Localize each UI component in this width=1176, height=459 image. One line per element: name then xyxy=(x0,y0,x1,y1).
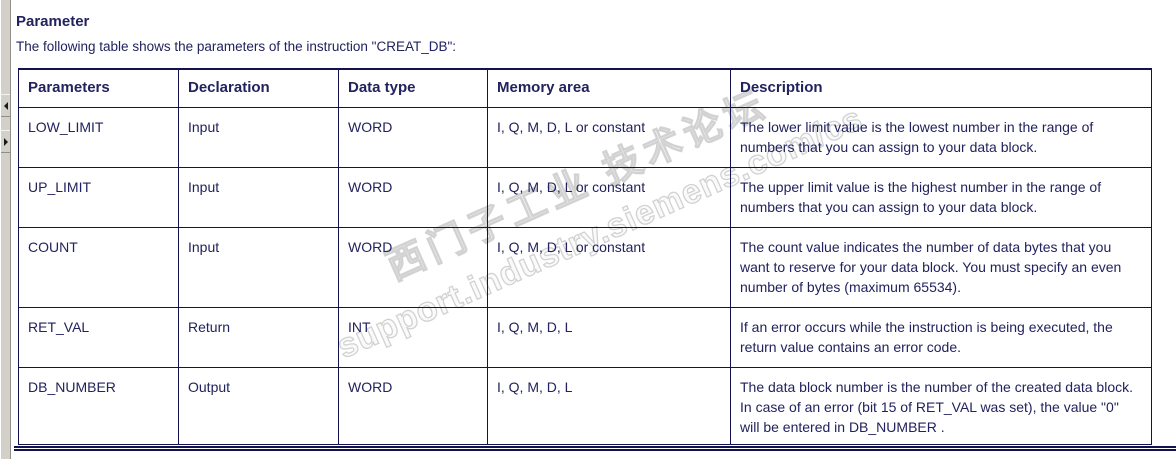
cell-memory-area: I, Q, M, D, L or constant xyxy=(487,226,731,308)
cell-declaration: Output xyxy=(178,366,339,445)
table-row: LOW_LIMIT Input WORD I, Q, M, D, L or co… xyxy=(18,106,1152,168)
column-header-description: Description xyxy=(730,68,1152,108)
cell-declaration: Input xyxy=(178,166,339,228)
cell-memory-area: I, Q, M, D, L or constant xyxy=(487,106,731,168)
cell-description: The lower limit value is the lowest numb… xyxy=(730,106,1152,168)
cell-declaration: Input xyxy=(178,106,339,168)
parameters-table: Parameters Declaration Data type Memory … xyxy=(18,68,1152,445)
cell-parameter: LOW_LIMIT xyxy=(18,106,179,168)
cell-data-type: WORD xyxy=(338,166,488,228)
cell-declaration: Return xyxy=(178,306,339,368)
cell-parameter: UP_LIMIT xyxy=(18,166,179,228)
intro-text: The following table shows the parameters… xyxy=(16,39,457,54)
cell-description: The data block number is the number of t… xyxy=(730,366,1152,445)
cell-parameter: COUNT xyxy=(18,226,179,308)
column-header-data-type: Data type xyxy=(338,68,488,108)
cell-memory-area: I, Q, M, D, L xyxy=(487,366,731,445)
column-header-memory-area: Memory area xyxy=(487,68,731,108)
cell-data-type: WORD xyxy=(338,106,488,168)
table-row: COUNT Input WORD I, Q, M, D, L or consta… xyxy=(18,226,1152,308)
cell-memory-area: I, Q, M, D, L xyxy=(487,306,731,368)
right-arrow-icon xyxy=(3,137,8,146)
column-header-parameters: Parameters xyxy=(18,68,179,108)
cell-data-type: INT xyxy=(338,306,488,368)
cell-description: The count value indicates the number of … xyxy=(730,226,1152,308)
table-header-row: Parameters Declaration Data type Memory … xyxy=(18,68,1152,108)
left-arrow-icon xyxy=(3,101,8,110)
cell-parameter: DB_NUMBER xyxy=(18,366,179,445)
section-divider-rule xyxy=(14,446,1176,451)
cell-data-type: WORD xyxy=(338,366,488,445)
cell-description: If an error occurs while the instruction… xyxy=(730,306,1152,368)
splitter-collapse-button[interactable] xyxy=(1,94,10,117)
table-row: DB_NUMBER Output WORD I, Q, M, D, L The … xyxy=(18,366,1152,445)
column-header-declaration: Declaration xyxy=(178,68,339,108)
splitter-expand-button[interactable] xyxy=(1,130,10,153)
cell-declaration: Input xyxy=(178,226,339,308)
cell-data-type: WORD xyxy=(338,226,488,308)
table-row: RET_VAL Return INT I, Q, M, D, L If an e… xyxy=(18,306,1152,368)
cell-parameter: RET_VAL xyxy=(18,306,179,368)
table-row: UP_LIMIT Input WORD I, Q, M, D, L or con… xyxy=(18,166,1152,228)
page-title: Parameter xyxy=(16,13,90,30)
cell-memory-area: I, Q, M, D, L or constant xyxy=(487,166,731,228)
pane-splitter-bar[interactable] xyxy=(0,0,11,459)
cell-description: The upper limit value is the highest num… xyxy=(730,166,1152,228)
